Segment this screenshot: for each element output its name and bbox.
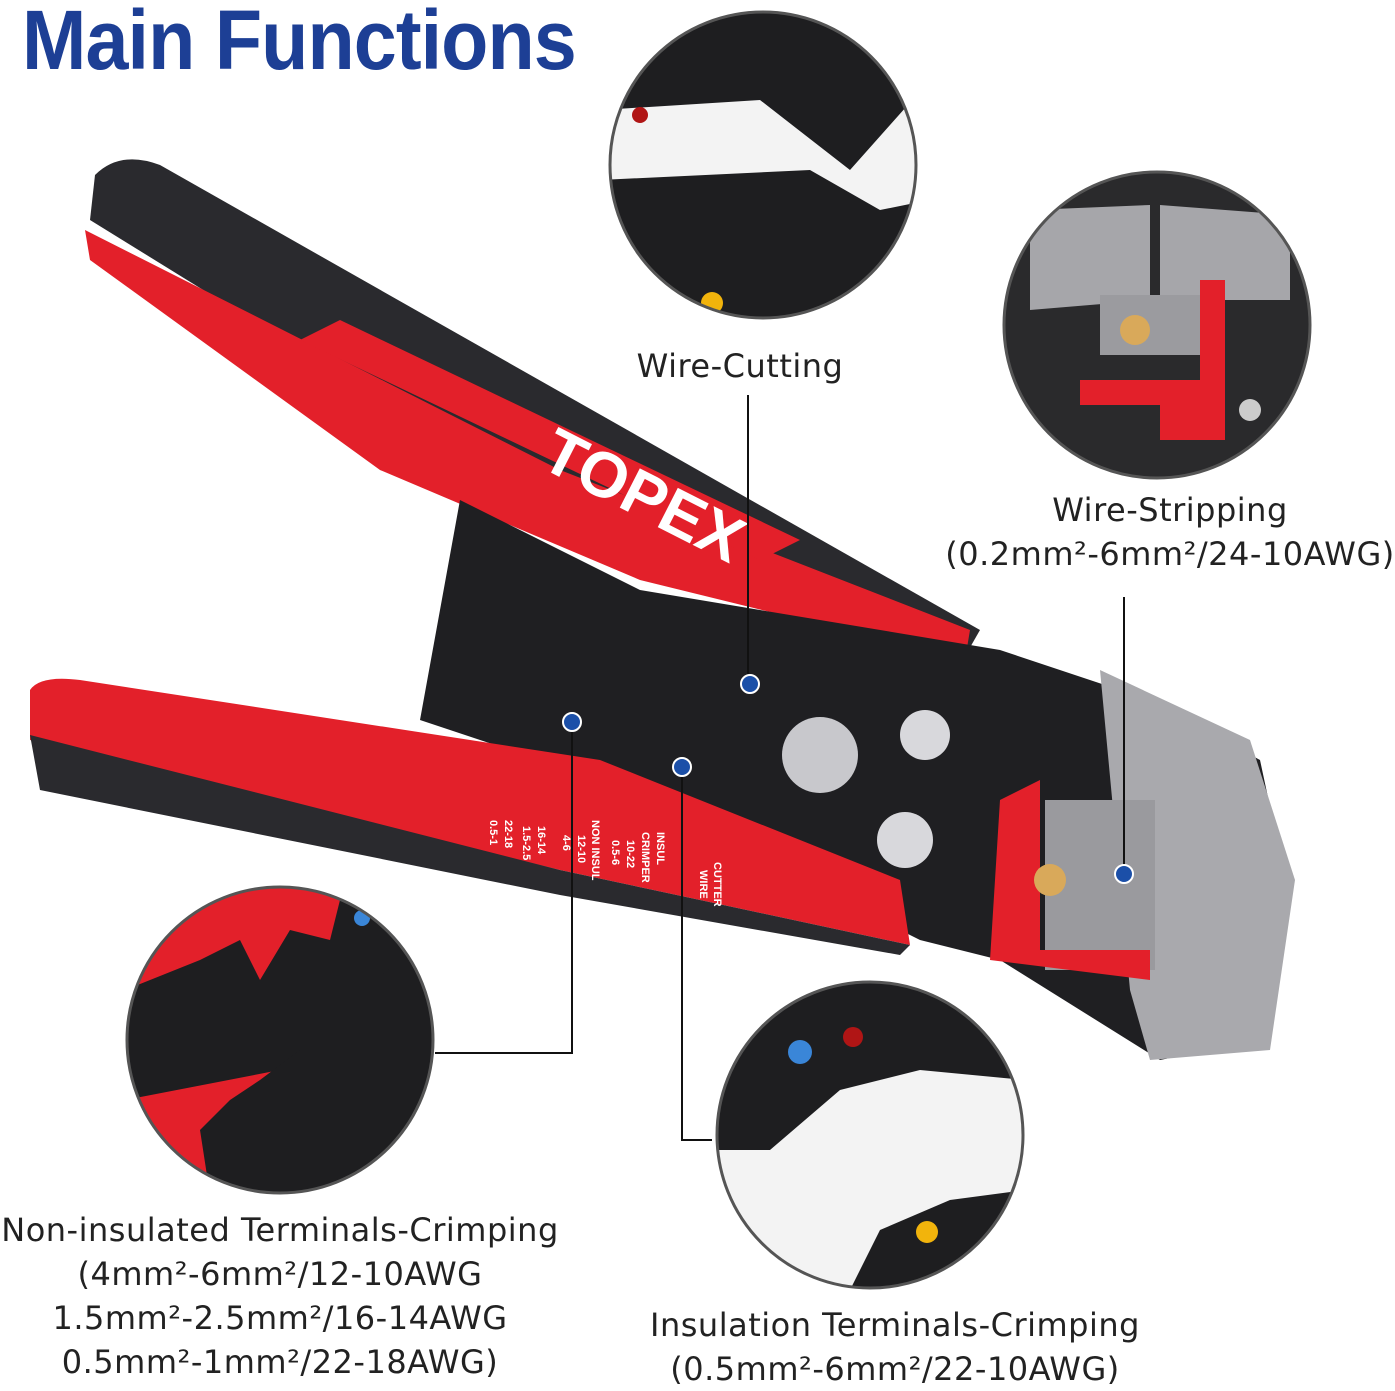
non-insulated-callout: Non-insulated Terminals-Crimping (4mm²-6… xyxy=(0,1208,560,1384)
marking: NON INSUL xyxy=(589,820,601,881)
marking: 0.5-1 xyxy=(487,820,499,845)
wire-stripping-spec: (0.2mm²-6mm²/24-10AWG) xyxy=(945,535,1395,573)
marking: 10-22 xyxy=(624,840,636,868)
marking: WIRE xyxy=(697,870,709,899)
callout-dots xyxy=(562,674,1134,884)
non-insulated-spec: (4mm²-6mm²/12-10AWG xyxy=(77,1255,483,1293)
marking: CUTTER xyxy=(711,862,723,907)
detail-insulated-crimping xyxy=(715,980,1025,1290)
lower-handle: 0.5-1 22-18 1.5-2.5 16-14 4-6 12-10 NON … xyxy=(30,678,910,955)
detail-wire-cutting xyxy=(608,10,918,320)
wire-stripping-callout: Wire-Stripping (0.2mm²-6mm²/24-10AWG) xyxy=(945,488,1395,576)
wire-stripping-label: Wire-Stripping xyxy=(1052,491,1288,529)
marking: 22-18 xyxy=(502,820,514,848)
marking: 0.5-6 xyxy=(609,840,621,865)
insulated-label: Insulation Terminals-Crimping xyxy=(650,1306,1140,1344)
marking: 4-6 xyxy=(560,835,572,851)
non-insulated-label: Non-insulated Terminals-Crimping xyxy=(1,1211,559,1249)
wire-cutting-label: Wire-Cutting xyxy=(636,347,844,385)
detail-wire-stripping xyxy=(1002,170,1312,480)
marking: INSUL xyxy=(654,832,666,865)
marking: 1.5-2.5 xyxy=(520,826,532,860)
tool-head xyxy=(420,500,1295,1060)
callout-lines xyxy=(435,395,1125,1141)
marking: 12-10 xyxy=(575,835,587,863)
non-insulated-spec: 0.5mm²-1mm²/22-18AWG) xyxy=(61,1343,499,1381)
insulated-callout: Insulation Terminals-Crimping (0.5mm²-6m… xyxy=(640,1303,1150,1391)
page-title: Main Functions xyxy=(22,0,577,87)
non-insulated-spec: 1.5mm²-2.5mm²/16-14AWG xyxy=(52,1299,508,1337)
insulated-spec: (0.5mm²-6mm²/22-10AWG) xyxy=(670,1350,1120,1388)
detail-non-insulated-crimping xyxy=(125,885,435,1195)
marking: CRIMPER xyxy=(639,832,651,883)
marking: 16-14 xyxy=(535,826,547,855)
